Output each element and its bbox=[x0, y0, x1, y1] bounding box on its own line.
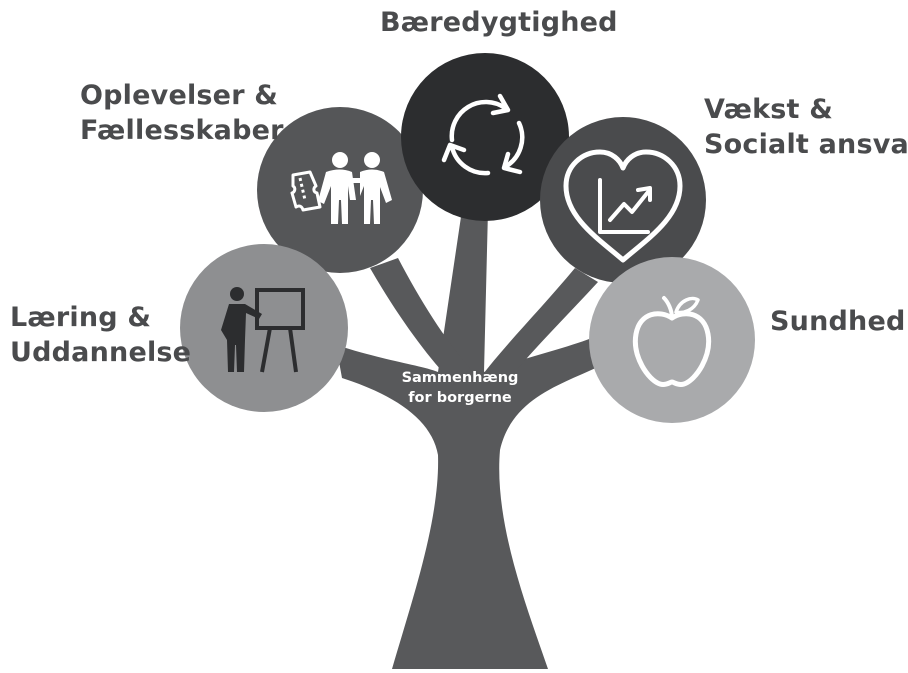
label-line: Bæredygtighed bbox=[380, 7, 618, 38]
center-line-1: Sammenhæng bbox=[401, 370, 519, 386]
label-line: Sundhed bbox=[770, 306, 906, 337]
label-line: Socialt ansvar bbox=[704, 129, 908, 160]
label-sundhed: Sundhed bbox=[770, 304, 905, 339]
circle-sundhed bbox=[589, 257, 755, 423]
label-line: Uddannelse bbox=[10, 337, 192, 368]
center-line-2: for borgerne bbox=[408, 390, 512, 406]
label-vaekst: Vækst & Socialt ansvar bbox=[704, 92, 908, 162]
trunk-center-label: Sammenhæng for borgerne bbox=[380, 368, 540, 408]
heart-growth-chart-icon bbox=[563, 149, 683, 263]
label-line: Fællesskaber bbox=[80, 115, 284, 146]
label-laering: Læring & Uddannelse bbox=[10, 300, 191, 370]
label-baeredygtighed: Bæredygtighed bbox=[380, 5, 618, 40]
label-line: Oplevelser & bbox=[80, 80, 279, 111]
circle-baeredygtighed bbox=[401, 53, 569, 221]
label-oplevelser: Oplevelser & Fællesskaber bbox=[80, 78, 284, 148]
recycle-arrows-icon bbox=[441, 93, 525, 176]
apple-icon bbox=[632, 296, 712, 388]
teacher-board-icon bbox=[221, 287, 305, 373]
tickets-people-icon bbox=[290, 170, 322, 212]
label-line: Vækst & bbox=[704, 94, 833, 125]
tree-trunk bbox=[336, 210, 600, 669]
people-figures bbox=[318, 152, 392, 224]
label-line: Læring & bbox=[10, 302, 152, 333]
